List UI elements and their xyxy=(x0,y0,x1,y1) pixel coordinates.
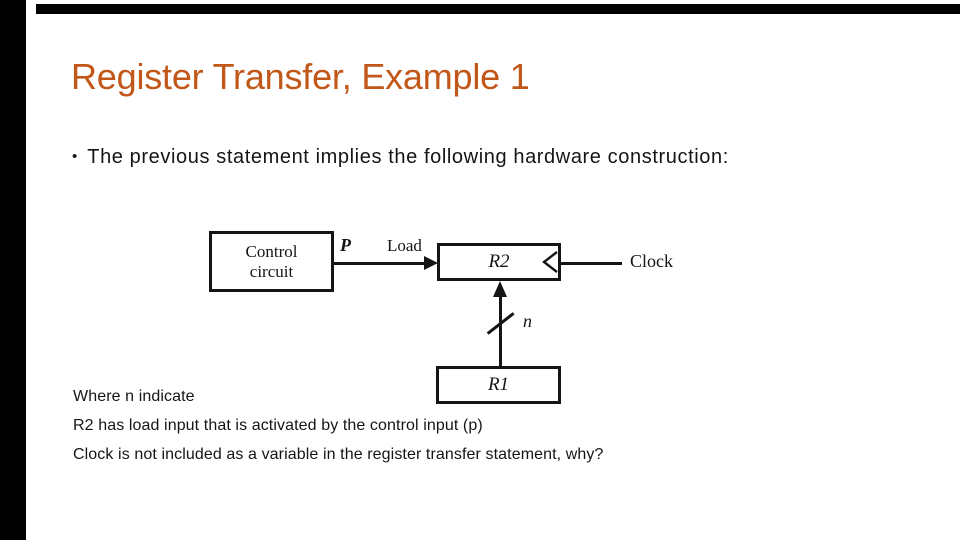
bullet-marker-icon: • xyxy=(72,148,78,165)
r1-to-r2-bus-wire xyxy=(499,297,502,367)
slide-title: Register Transfer, Example 1 xyxy=(71,56,530,97)
note-line-r2-load: R2 has load input that is activated by t… xyxy=(73,417,483,434)
note-line-clock: Clock is not included as a variable in t… xyxy=(73,446,604,463)
bullet-text: The previous statement implies the follo… xyxy=(87,146,729,168)
note-line-where-n: Where n indicate xyxy=(73,388,195,405)
r1-register-box: R1 xyxy=(436,366,561,404)
clock-wire xyxy=(559,262,622,265)
load-input-label: Load xyxy=(387,236,422,255)
bus-arrowhead-icon xyxy=(493,281,507,297)
control-box-label-line1: Control xyxy=(245,241,298,261)
control-circuit-box: Control circuit xyxy=(209,231,334,292)
control-box-label-line2: circuit xyxy=(249,261,294,281)
p-signal-label: P xyxy=(340,235,351,255)
bus-width-label: n xyxy=(523,311,532,331)
left-edge-bar xyxy=(0,0,26,540)
r2-register-label: R2 xyxy=(488,251,510,272)
p-to-load-wire xyxy=(331,262,427,265)
r1-register-label: R1 xyxy=(487,374,510,395)
hardware-diagram: Control circuit P Load R2 Clock n R1 xyxy=(203,212,690,412)
r2-register-box: R2 xyxy=(437,243,561,281)
load-arrowhead-icon xyxy=(424,256,438,270)
clock-label: Clock xyxy=(630,251,673,271)
bullet-item: • The previous statement implies the fol… xyxy=(72,146,932,169)
clock-input-triangle-icon xyxy=(542,251,558,273)
top-edge-bar xyxy=(36,4,960,14)
